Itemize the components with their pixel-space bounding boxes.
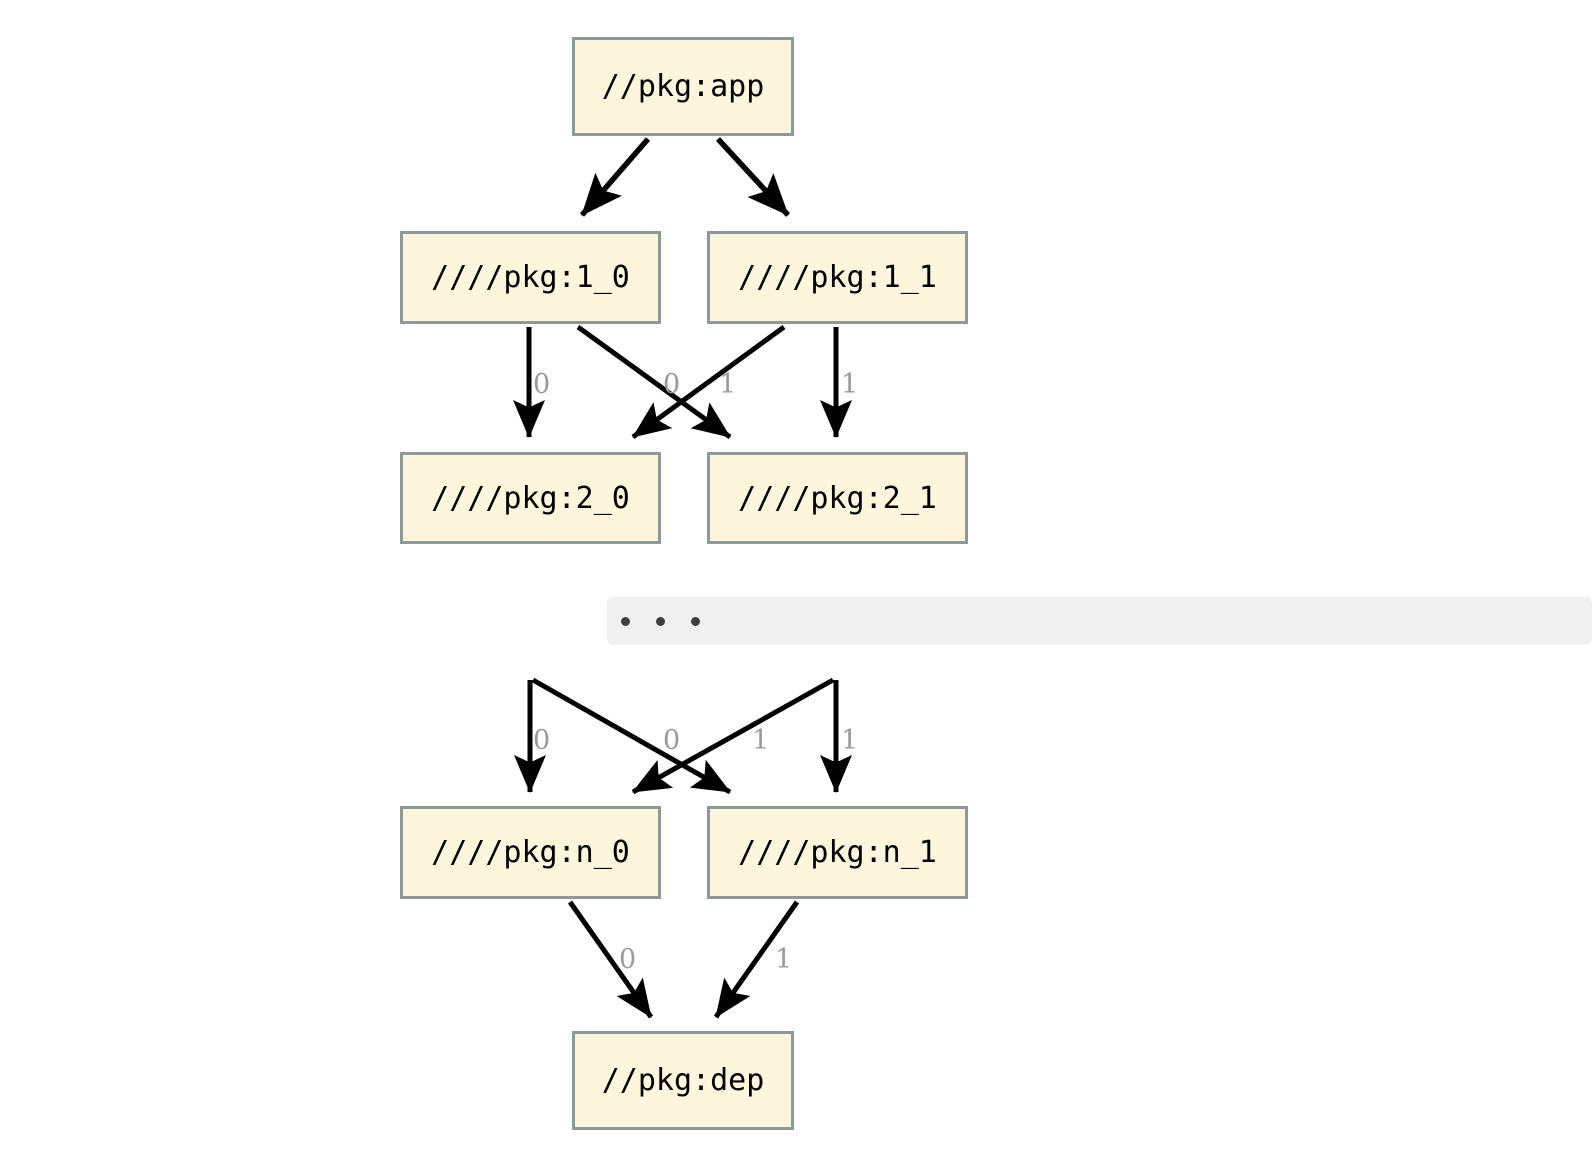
edge-label-n_1-to-dep: 1: [775, 944, 793, 975]
ellipsis-dot: [691, 616, 700, 626]
node-pkg-1_1[interactable]: ////pkg:1_1: [707, 231, 968, 324]
edge-label-1_0-to-2_0: 0: [533, 369, 551, 400]
edge-label-upper-to-n_0: 0: [533, 725, 551, 756]
edge-label-1_0-to-2_1: 0: [663, 369, 681, 400]
edge-above-to-n_1-cross: [531, 677, 732, 795]
node-pkg-app[interactable]: //pkg:app: [572, 37, 794, 136]
edge-label-1_1-to-2_1: 1: [841, 369, 859, 400]
ellipsis-dots: [621, 616, 700, 626]
node-pkg-n_0[interactable]: ////pkg:n_0: [400, 806, 661, 899]
edge-label-n_0-to-dep: 0: [619, 944, 637, 975]
node-label: ////pkg:1_1: [738, 260, 937, 295]
node-pkg-n_1[interactable]: ////pkg:n_1: [707, 806, 968, 899]
node-label: ////pkg:1_0: [431, 260, 630, 295]
node-label: ////pkg:2_0: [431, 480, 630, 516]
edge-label-upper-to-n_1: 0: [663, 725, 681, 756]
node-label: //pkg:app: [601, 69, 765, 104]
ellipsis-band: [607, 597, 1592, 645]
edge-above2-to-n_0-cross: [631, 677, 835, 795]
node-label: ////pkg:n_1: [738, 835, 937, 870]
ellipsis-dot: [656, 616, 665, 626]
node-label: //pkg:dep: [601, 1063, 765, 1098]
edge-1_0-to-2_1: [576, 324, 732, 440]
edge-label-upper2-to-n_0: 1: [752, 725, 770, 756]
edge-n_0-to-dep: [567, 900, 654, 1019]
node-pkg-2_0[interactable]: ////pkg:2_0: [400, 452, 661, 544]
ellipsis-dot: [621, 616, 630, 626]
edge-1_1-to-2_0: [631, 324, 786, 440]
edge-app-to-1_0: [579, 137, 651, 217]
node-label: ////pkg:2_1: [738, 480, 937, 516]
node-pkg-1_0[interactable]: ////pkg:1_0: [400, 231, 661, 324]
edge-n_1-to-dep: [713, 900, 800, 1019]
edge-label-upper2-to-n_1: 1: [841, 725, 859, 756]
node-pkg-dep[interactable]: //pkg:dep: [572, 1031, 794, 1130]
edge-app-to-1_1: [715, 137, 791, 217]
node-label: ////pkg:n_0: [431, 835, 630, 870]
node-pkg-2_1[interactable]: ////pkg:2_1: [707, 452, 968, 544]
edge-label-1_1-to-2_0: 1: [719, 369, 737, 400]
